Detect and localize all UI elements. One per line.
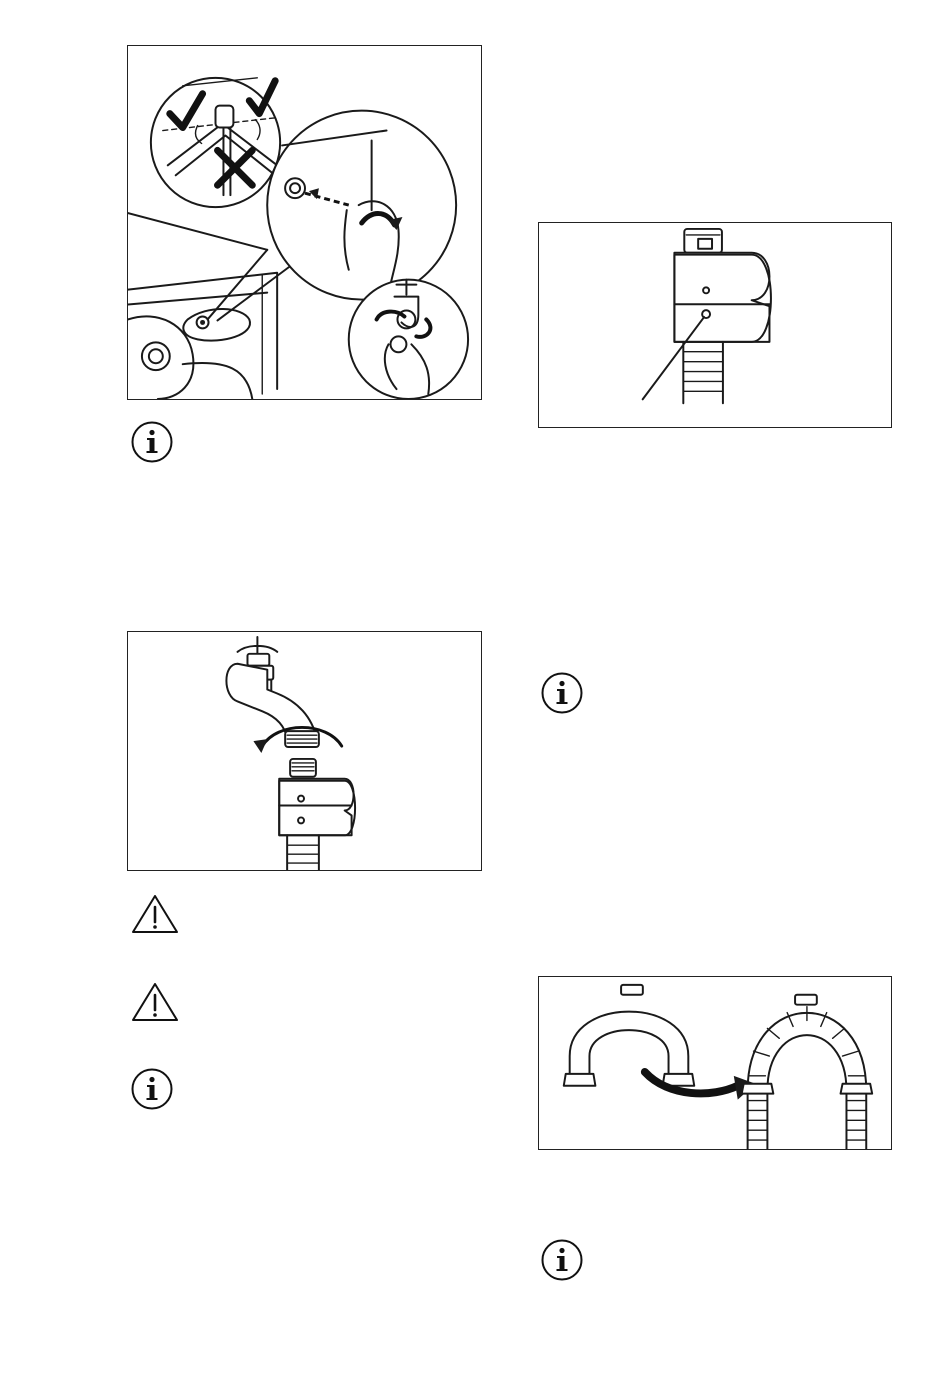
figure-tap-thread-fitting xyxy=(127,631,482,871)
figure-hose-guide xyxy=(538,976,892,1150)
figure-inlet-hose-connection xyxy=(127,45,482,400)
info-icon xyxy=(130,420,174,464)
warning-icon xyxy=(130,981,180,1023)
figure-water-stop-device xyxy=(538,222,892,428)
info-icon xyxy=(130,1067,174,1111)
info-icon xyxy=(540,1238,584,1282)
info-icon xyxy=(540,671,584,715)
warning-icon xyxy=(130,893,180,935)
